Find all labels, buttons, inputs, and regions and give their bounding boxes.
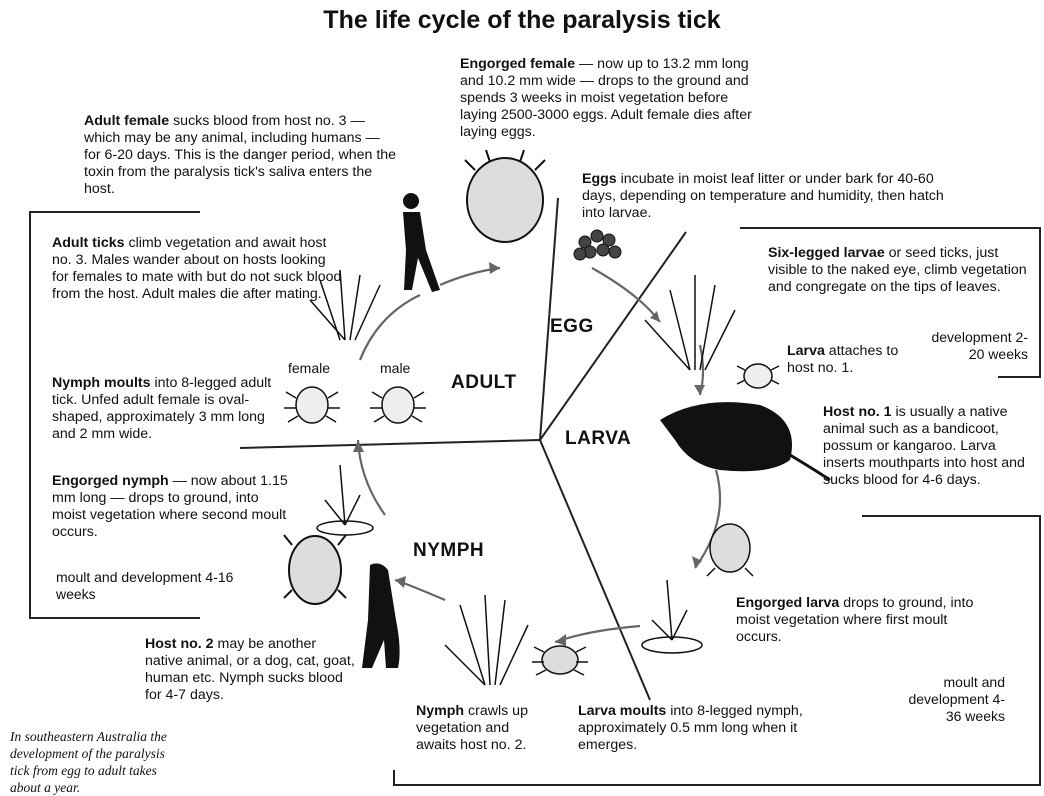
stage-label-egg: EGG (550, 316, 594, 338)
note-eggs: Eggs incubate in moist leaf litter or un… (582, 171, 952, 222)
arrow-adult-host3 (360, 295, 420, 360)
duration-development-larva: development 2-20 weeks (928, 329, 1028, 363)
male-label: male (380, 360, 410, 377)
arrowhead-5 (395, 576, 406, 588)
stage-label-larva: LARVA (565, 428, 631, 450)
note-engorged-larva: Engorged larva drops to ground, into moi… (736, 595, 991, 646)
note-larva-moults: Larva moults into 8-legged nymph, approx… (578, 703, 858, 754)
larva-tick-illustration (737, 364, 779, 388)
note-adult-female: Adult female sucks blood from host no. 3… (84, 113, 399, 198)
bandicoot-host-silhouette (660, 402, 830, 480)
engorged-nymph-tick-illustration (284, 535, 346, 604)
grass-tuft-nymph-illustration (445, 595, 528, 685)
divider-nymph-adult (240, 440, 540, 448)
female-label: female (288, 360, 330, 377)
arrowhead-6 (353, 440, 364, 452)
arrowhead-7 (489, 262, 500, 274)
male-tick-illustration (370, 387, 426, 423)
arrowhead-2 (694, 385, 705, 395)
note-engorged-nymph: Engorged nymph — now about 1.15 mm long … (52, 473, 292, 541)
engorged-female-tick-illustration (465, 150, 545, 242)
egg-cluster-illustration (574, 230, 621, 260)
arrow-moult-nymph (555, 626, 640, 642)
plant-engorged-larva-illustration (642, 580, 702, 653)
note-six-legged-larvae: Six-legged larvae or seed ticks, just vi… (768, 245, 1028, 296)
grass-tuft-larva-illustration (645, 275, 735, 370)
note-engorged-female: Engorged female — now up to 13.2 mm long… (460, 56, 765, 141)
note-host-1: Host no. 1 is usually a native animal su… (823, 404, 1039, 489)
arrow-egg-larva (592, 268, 660, 322)
note-nymph-crawls: Nymph crawls up vegetation and awaits ho… (416, 703, 546, 754)
note-larva-attaches: Larva attaches to host no. 1. (787, 343, 927, 377)
human-host-silhouette (403, 193, 440, 292)
stage-label-nymph: NYMPH (413, 540, 484, 562)
arrowhead-4 (555, 634, 566, 646)
duration-moult-development-nymph: moult and development 4-16 weeks (56, 569, 246, 603)
dog-host-silhouette (362, 563, 400, 668)
duration-moult-development-larva: moult and development 4-36 weeks (900, 674, 1005, 725)
note-host-2: Host no. 2 may be another native animal,… (145, 636, 355, 704)
nymph-tick-illustration (532, 646, 588, 675)
female-tick-illustration (284, 387, 340, 423)
note-nymph-moults: Nymph moults into 8-legged adult tick. U… (52, 375, 284, 443)
stage-label-adult: ADULT (451, 372, 516, 394)
footnote: In southeastern Australia the developmen… (10, 728, 185, 796)
note-adult-ticks: Adult ticks climb vegetation and await h… (52, 235, 342, 303)
